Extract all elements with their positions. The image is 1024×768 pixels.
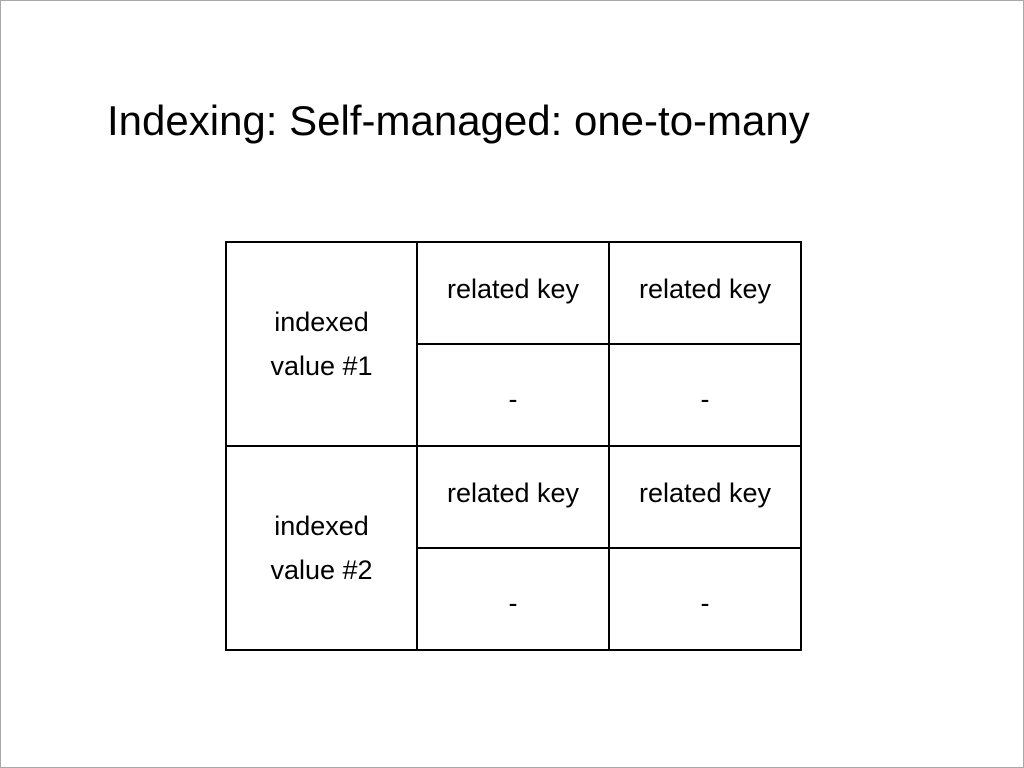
slide-title: Indexing: Self-managed: one-to-many (107, 97, 810, 144)
group-2-value-row: - - (226, 547, 802, 651)
indexed-value-cell: indexed value #1 (225, 241, 418, 447)
value-label: - (508, 588, 518, 618)
related-key-label: related key (638, 478, 772, 508)
group-2-key-row: indexed value #2 related key related key (225, 445, 802, 651)
value-label: - (508, 384, 518, 414)
index-table: indexed value #1 related key related key… (225, 241, 802, 651)
value-cell: - (416, 547, 610, 651)
related-key-label: related key (638, 274, 772, 304)
value-label: - (700, 384, 710, 414)
indexed-value-label: indexed value #2 (270, 511, 373, 585)
value-cell: - (416, 343, 610, 447)
related-key-cell: related key (416, 241, 610, 345)
related-key-cell: related key (416, 445, 610, 549)
related-key-label: related key (446, 478, 580, 508)
group-1-value-row: - - (226, 343, 802, 447)
indexed-value-cell: indexed value #2 (225, 445, 418, 651)
value-cell: - (608, 547, 802, 651)
related-key-cell: related key (608, 241, 802, 345)
related-key-cell: related key (608, 445, 802, 549)
value-label: - (700, 588, 710, 618)
value-cell: - (608, 343, 802, 447)
group-1-key-row: indexed value #1 related key related key (225, 241, 802, 447)
indexed-value-label: indexed value #1 (270, 307, 373, 381)
related-key-label: related key (446, 274, 580, 304)
